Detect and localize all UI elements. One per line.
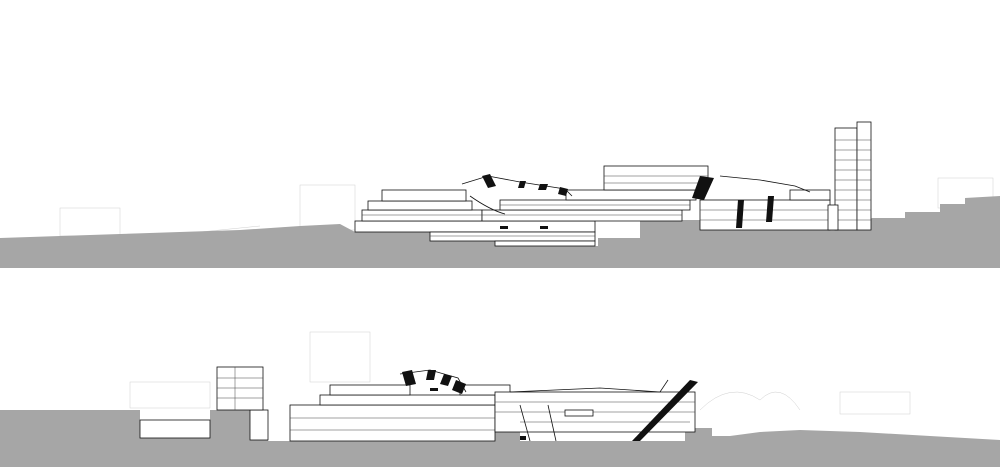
lower-building-mass xyxy=(289,369,696,442)
upper-cut-elements xyxy=(482,174,774,229)
lower-tower xyxy=(216,366,264,411)
lower-cut-elements xyxy=(402,370,698,441)
lower-ghost-context xyxy=(129,331,911,415)
upper-ground xyxy=(0,196,1000,268)
lower-section xyxy=(0,331,1000,467)
upper-section xyxy=(0,121,1000,268)
upper-tower xyxy=(827,121,872,231)
upper-building-mass xyxy=(354,165,831,247)
